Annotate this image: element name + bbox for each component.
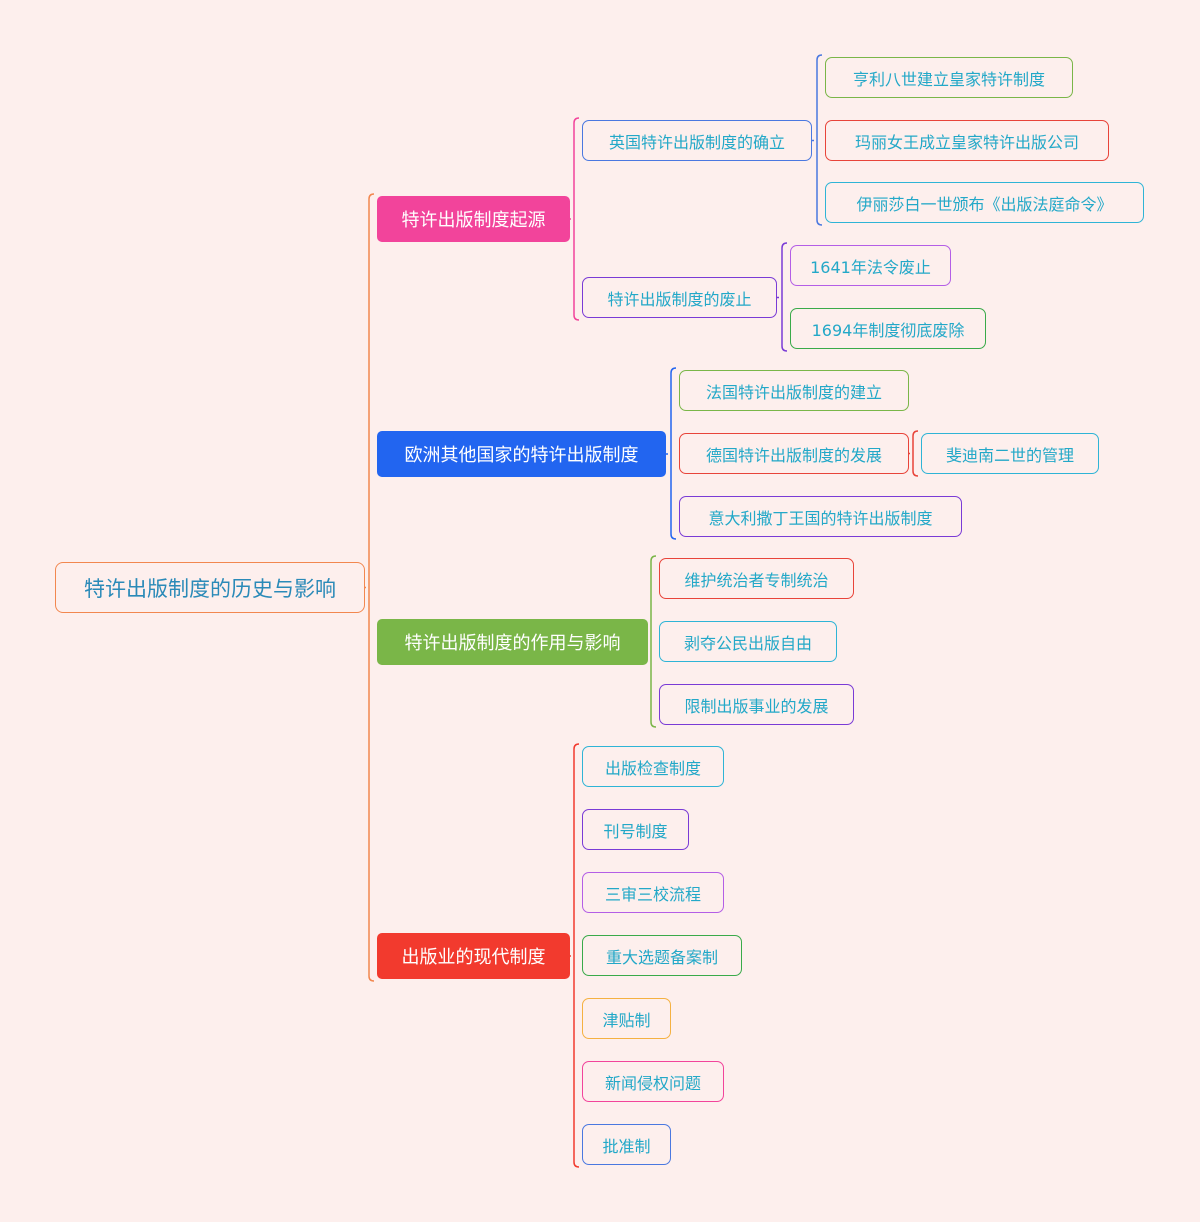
sub-bracket-0-0: [812, 54, 823, 226]
root-bracket: [365, 193, 375, 982]
subtopic-3-1[interactable]: 刊号制度: [582, 809, 689, 850]
sub-bracket-0-1: [777, 242, 788, 352]
subtopic-1-2[interactable]: 意大利撒丁王国的特许出版制度: [679, 496, 962, 537]
subtopic-3-2[interactable]: 三审三校流程: [582, 872, 724, 913]
subtopic-0-1-0[interactable]: 1641年法令废止: [790, 245, 951, 286]
subtopic-0-0-0[interactable]: 亨利八世建立皇家特许制度: [825, 57, 1073, 98]
branch-topic-0[interactable]: 特许出版制度起源: [377, 196, 570, 242]
subtopic-3-5[interactable]: 新闻侵权问题: [582, 1061, 724, 1102]
branch-bracket-2: [650, 555, 657, 728]
subtopic-3-6[interactable]: 批准制: [582, 1124, 671, 1165]
subtopic-2-2[interactable]: 限制出版事业的发展: [659, 684, 854, 725]
subtopic-0-0[interactable]: 英国特许出版制度的确立: [582, 120, 812, 161]
subtopic-3-3[interactable]: 重大选题备案制: [582, 935, 742, 976]
subtopic-2-0[interactable]: 维护统治者专制统治: [659, 558, 854, 599]
branch-bracket-1: [666, 367, 677, 540]
subtopic-1-1[interactable]: 德国特许出版制度的发展: [679, 433, 909, 474]
subtopic-0-1[interactable]: 特许出版制度的废止: [582, 277, 777, 318]
root-topic[interactable]: 特许出版制度的历史与影响: [55, 562, 365, 613]
branch-topic-2[interactable]: 特许出版制度的作用与影响: [377, 619, 648, 665]
subtopic-2-1[interactable]: 剥夺公民出版自由: [659, 621, 837, 662]
subtopic-1-1-0[interactable]: 斐迪南二世的管理: [921, 433, 1099, 474]
branch-bracket-0: [570, 117, 580, 321]
sub-bracket-1-1: [909, 430, 919, 477]
subtopic-0-0-1[interactable]: 玛丽女王成立皇家特许出版公司: [825, 120, 1109, 161]
subtopic-1-0[interactable]: 法国特许出版制度的建立: [679, 370, 909, 411]
branch-topic-3[interactable]: 出版业的现代制度: [377, 933, 570, 979]
branch-topic-1[interactable]: 欧洲其他国家的特许出版制度: [377, 431, 666, 477]
subtopic-3-4[interactable]: 津贴制: [582, 998, 671, 1039]
subtopic-0-1-1[interactable]: 1694年制度彻底废除: [790, 308, 986, 349]
branch-bracket-3: [570, 743, 580, 1168]
subtopic-3-0[interactable]: 出版检查制度: [582, 746, 724, 787]
subtopic-0-0-2[interactable]: 伊丽莎白一世颁布《出版法庭命令》: [825, 182, 1144, 223]
